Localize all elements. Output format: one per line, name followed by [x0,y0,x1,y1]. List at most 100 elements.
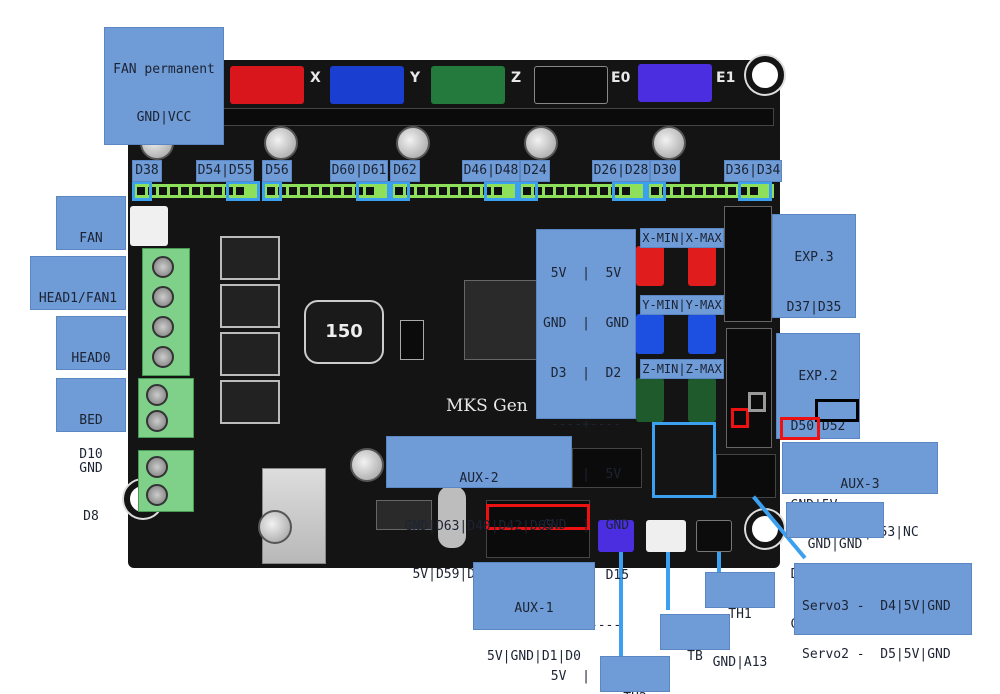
pin-highlight [484,181,518,201]
screw [146,410,168,432]
label-pins: GND|VCC [136,110,192,125]
aux1-highlight [486,504,590,530]
label-row: GND | GND [542,517,630,533]
label-bed: BED GND D8 [56,378,126,524]
screw [146,456,168,478]
label-aux3: AUX-3 D49|MOSI|D53|NC 5V|MISO|SCK|GND [782,442,938,588]
motor-x-silk: X [310,70,321,86]
label-title: AUX-3 [840,477,880,492]
pin-highlight [518,181,538,201]
label-row: GND|GND [807,537,863,552]
label-row: D3 | D2 [550,366,622,382]
label-d38: D38 [132,160,162,182]
pin-highlight [646,181,666,201]
tb-leader-line [666,552,670,610]
motor-z-connector [431,66,505,104]
crystal [438,486,466,548]
label-row: 5V|GND|D1|D0 [487,649,581,664]
y-min-connector [636,314,664,354]
label-row: 5V | 5V [550,265,622,281]
mosfet [220,284,280,328]
th1-connector [696,520,732,552]
capacitor [264,126,298,160]
label-exp3: EXP.3 D37|D35 D17|D16 D23|D25 D27|D29 GN… [772,214,856,513]
th1-leader-line [717,552,721,572]
screw [152,316,174,338]
screw [152,346,174,368]
y-max-connector [688,314,716,354]
label-title: EXP.2 [798,369,838,384]
label-d24: D24 [520,160,550,182]
capacitor [652,126,686,160]
label-row: Servo3 - D4|5V|GND [802,599,951,614]
capacitor [258,510,292,544]
label-d56: D56 [262,160,292,182]
servo-header-highlight [652,422,716,498]
board-name-silk: MKS Gen [446,396,528,416]
label-d36-d34: D36|D34 [724,160,782,182]
motor-x-connector [230,66,304,104]
gnd-pin-marker [731,408,749,428]
pin-highlight [738,181,772,201]
label-aux1: AUX-1 5V|GND|D1|D0 5V|GND|NC|NC [473,562,595,664]
label-title: HEAD1/FAN1 [38,291,118,306]
x-max-connector [688,246,716,286]
motor-y-silk: Y [410,70,421,86]
capacitor [524,126,558,160]
label-d60-d61: D60|D61 [330,160,388,182]
motor-z-silk: Z [511,70,522,86]
exp2-header [726,328,772,448]
motor-e0-silk: E0 [611,70,631,86]
fan-connector [130,206,168,246]
label-fan: FAN GND D9 [56,196,126,342]
bed-terminal-block [138,378,194,438]
z-min-connector [636,378,664,422]
label-d62: D62 [390,160,420,182]
capacitor [350,448,384,482]
label-y-min-max: Y-MIN|Y-MAX [640,295,724,315]
label-title: TH1 [728,607,752,622]
mosfet [220,332,280,376]
label-endstop-pins: 5V | 5V GND | GND D3 | D2 ----+---- 5V |… [536,229,636,684]
label-z-min-max: Z-MIN|Z-MAX [640,359,724,379]
label-d30: D30 [650,160,680,182]
label-title: EXP.3 [794,250,834,265]
label-d26-d28: D26|D28 [592,160,650,182]
label-row: GND|D63|D40|D42|D65 [404,519,554,534]
label-title: HEAD0 [71,351,111,366]
mcu-chip [464,280,544,360]
label-th2: TH2 GND|A15 [600,656,670,694]
aux2-header [572,448,642,488]
x-min-connector [636,246,664,286]
label-title: TH2 [605,691,665,694]
pin-highlight [262,181,282,201]
label-row: GND | GND [542,315,630,331]
label-aux2: AUX-2 GND|D63|D40|D42|D65 5V|D59|D64|D44… [386,436,572,582]
label-row: Servo2 - D5|5V|GND [802,647,951,662]
screw [146,384,168,406]
driver-socket-row [134,108,774,126]
label-title: BED [79,413,103,428]
screw [152,256,174,278]
pin-highlight [132,181,152,201]
label-servos: Servo3 - D4|5V|GND Servo2 - D5|5V|GND Se… [794,563,972,662]
label-pin: GND [79,461,103,476]
screw [152,286,174,308]
label-pin: D10 [79,447,103,462]
driver-header-e1 [648,184,774,198]
label-d46-d48: D46|D48 [462,160,520,182]
icsp-header [400,320,424,360]
tb-connector [646,520,686,552]
label-x-min-max: X-MIN|X-MAX [640,228,724,248]
th2-connector [598,520,634,552]
pin-highlight [356,181,390,201]
rst-pin-marker [748,392,766,412]
motor-e1-silk: E1 [716,70,736,86]
label-title: FAN [79,231,103,246]
label-row: GND|A13 [712,655,768,670]
mounting-hole [746,56,784,94]
power-terminal-block [138,450,194,512]
label-title: AUX-1 [514,601,554,616]
capacitor [396,126,430,160]
motor-y-connector [330,66,404,104]
